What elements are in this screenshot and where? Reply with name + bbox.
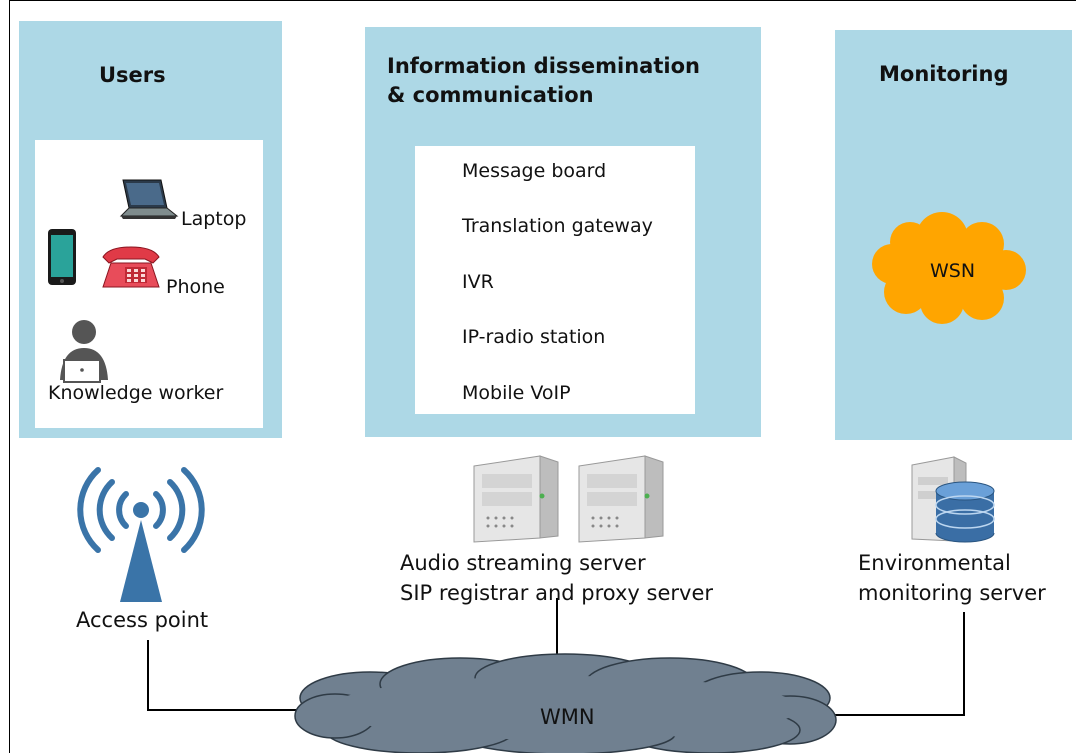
wsn-label: WSN: [930, 260, 976, 282]
wmn-label: WMN: [540, 705, 595, 729]
server-tower-icon-2: [578, 455, 664, 543]
diagram-frame: [9, 0, 1076, 753]
env-server-link-horizontal: [828, 714, 965, 716]
services-inner-box: [415, 146, 695, 414]
service-ivr: IVR: [462, 271, 494, 293]
access-point-icon: [77, 467, 205, 602]
wmn-cloud-icon: [294, 653, 837, 753]
service-mobile-voip: Mobile VoIP: [462, 382, 571, 404]
phone-label: Phone: [166, 276, 225, 298]
environmental-server-label-line1: Environmental: [858, 551, 1011, 575]
access-point-label: Access point: [76, 608, 209, 632]
info-dissemination-heading-line2: & communication: [387, 83, 594, 107]
info-dissemination-heading-line1: Information dissemination: [387, 54, 700, 78]
environmental-server-label-line2: monitoring server: [858, 581, 1046, 605]
env-server-link-vertical: [963, 612, 965, 716]
server-tower-icon-1: [473, 455, 559, 543]
knowledge-worker-icon: [60, 320, 108, 383]
server-link-vertical: [556, 598, 558, 660]
monitoring-heading: Monitoring: [879, 62, 1009, 86]
audio-streaming-server-label: Audio streaming server: [400, 551, 646, 575]
desk-phone-icon: [102, 246, 160, 288]
access-point-link-horizontal: [147, 709, 302, 711]
service-message-board: Message board: [462, 160, 607, 182]
service-ip-radio-station: IP-radio station: [462, 326, 606, 348]
access-point-link-vertical: [147, 640, 149, 711]
wsn-cloud-icon: [872, 212, 1026, 324]
laptop-icon: [119, 179, 179, 219]
database-server-icon: [911, 456, 995, 543]
laptop-label: Laptop: [181, 208, 247, 230]
users-heading: Users: [99, 63, 166, 87]
service-translation-gateway: Translation gateway: [462, 215, 653, 237]
knowledge-worker-label: Knowledge worker: [48, 382, 224, 404]
smartphone-icon: [48, 229, 76, 285]
